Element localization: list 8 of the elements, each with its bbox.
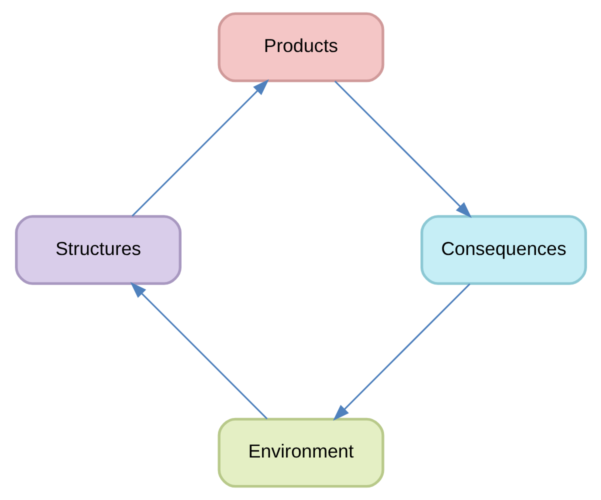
arrow — [334, 80, 472, 218]
node-box: Structures — [14, 215, 181, 285]
node-box: Products — [217, 12, 384, 82]
arrow — [130, 282, 268, 420]
arrow — [332, 283, 470, 421]
node-box: Environment — [217, 418, 384, 488]
arrow — [131, 79, 269, 217]
node-box: Consequences — [420, 215, 586, 285]
